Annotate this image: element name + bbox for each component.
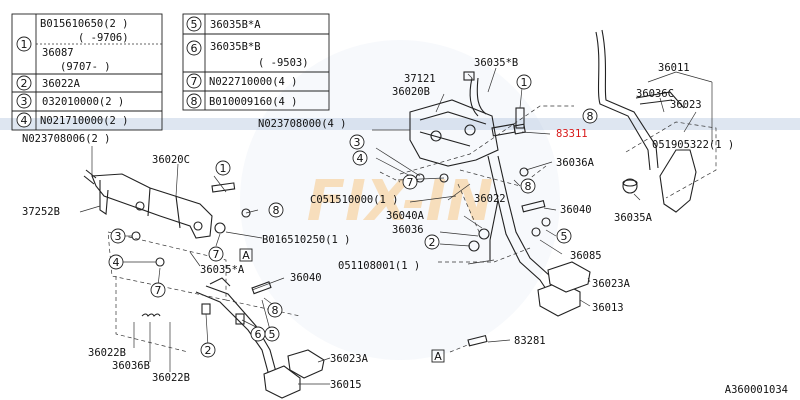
label-b016510250: B016510250(1 )	[262, 234, 351, 246]
svg-text:7: 7	[213, 248, 220, 261]
svg-text:5: 5	[561, 230, 568, 243]
label-36023a-left: 36023A	[330, 353, 369, 365]
label-36035-star-b: 36035*B	[474, 57, 518, 69]
label-36036: 36036	[392, 224, 424, 236]
legend-text: N021710000(2 )	[40, 115, 129, 127]
label-36085: 36085	[570, 250, 602, 262]
legend-row-3: 3 032010000(2 )	[16, 93, 124, 109]
label-36036a: 36036A	[556, 157, 595, 169]
label-36040-right: 36040	[560, 204, 592, 216]
legend-text: 032010000(2 )	[42, 96, 124, 108]
ref-box-a-bottom: A	[431, 349, 445, 363]
legend-row-2: 2 36022A	[16, 75, 81, 91]
legend-num: 6	[191, 42, 198, 55]
label-83281: 83281	[514, 335, 546, 347]
svg-text:7: 7	[407, 176, 414, 189]
label-36022b-1: 36022B	[88, 347, 126, 359]
legend-text: ( -9706)	[78, 32, 129, 44]
label-83311: 83311	[556, 128, 588, 140]
legend-text: 36035B*A	[210, 19, 261, 31]
watermark-band	[0, 118, 800, 130]
label-36035a: 36035A	[614, 212, 653, 224]
watermark-circle	[240, 40, 560, 360]
label-051108001: 051108001(1 )	[338, 260, 420, 272]
label-36015: 36015	[330, 379, 362, 391]
svg-text:1: 1	[521, 76, 528, 89]
legend-text: 36022A	[42, 78, 81, 90]
label-36040a: 36040A	[386, 210, 425, 222]
svg-text:5: 5	[269, 328, 276, 341]
label-36036c: 36036C	[636, 88, 674, 100]
legend-text: 36087	[42, 47, 74, 59]
svg-text:7: 7	[155, 284, 162, 297]
accelerator-assembly	[595, 29, 717, 213]
legend-row-7: 7 N022710000(4 )	[186, 73, 298, 89]
legend-text: (9707- )	[60, 61, 111, 73]
legend-row-1: 1 B015610650(2 ) ( -9706) 36087 (9707- )	[16, 18, 129, 73]
svg-text:3: 3	[354, 136, 361, 149]
ref-box-a-left: A	[239, 248, 253, 262]
legend-num: 8	[191, 95, 198, 108]
label-n023708000: N023708000(4 )	[258, 118, 347, 130]
legend-text: ( -9503)	[258, 57, 309, 69]
callout-circles: 1 8 3 4 7 7 2 6 5 8 3 4 7 1 8 8 2 5	[108, 74, 598, 358]
svg-text:2: 2	[429, 236, 436, 249]
legend-row-8: 8 B010009160(4 )	[186, 93, 298, 109]
svg-text:4: 4	[357, 152, 364, 165]
legend-num: 2	[21, 77, 28, 90]
label-36035-star-a: 36035*A	[200, 264, 245, 276]
svg-text:4: 4	[113, 256, 120, 269]
label-36040-left: 36040	[290, 272, 322, 284]
label-36022b-2: 36022B	[152, 372, 190, 384]
label-c051510000: C051510000(1 )	[310, 194, 399, 206]
svg-text:2: 2	[205, 344, 212, 357]
label-36023a-right: 36023A	[592, 278, 631, 290]
svg-text:3: 3	[115, 230, 122, 243]
legend-num: 3	[21, 95, 28, 108]
legend-num: 5	[191, 18, 198, 31]
label-37121: 37121	[404, 73, 436, 85]
svg-text:8: 8	[587, 110, 594, 123]
legend-text: N022710000(4 )	[209, 76, 298, 88]
label-36020c: 36020C	[152, 154, 190, 166]
legend-text: 36035B*B	[210, 41, 261, 53]
svg-text:8: 8	[272, 304, 279, 317]
svg-text:8: 8	[525, 180, 532, 193]
svg-text:6: 6	[255, 328, 262, 341]
label-n023708006: N023708006(2 )	[22, 133, 111, 145]
legend-num: 7	[191, 75, 198, 88]
legend-text: B010009160(4 )	[209, 96, 298, 108]
label-051905322: 051905322(1 )	[652, 139, 734, 151]
ref-box-a-label: A	[242, 249, 250, 262]
legend-num: 1	[21, 38, 28, 51]
label-36011: 36011	[658, 62, 690, 74]
diagram-id: A360001034	[725, 384, 788, 396]
label-37252b: 37252B	[22, 206, 60, 218]
label-36023: 36023	[670, 99, 702, 111]
legend-num: 4	[21, 114, 28, 127]
svg-text:8: 8	[273, 204, 280, 217]
svg-text:1: 1	[220, 162, 227, 175]
ref-box-a-label: A	[434, 350, 442, 363]
legend-row-4: 4 N021710000(2 )	[16, 112, 129, 128]
label-36036b: 36036B	[112, 360, 150, 372]
label-36013: 36013	[592, 302, 624, 314]
legend-row-5: 5 36035B*A	[186, 16, 261, 32]
label-36022: 36022	[474, 193, 506, 205]
legend-table-right: 5 36035B*A 6 36035B*B ( -9503) 7 N022710…	[182, 13, 330, 111]
legend-row-6: 6 36035B*B ( -9503)	[186, 40, 309, 69]
part-labels: N023708006(2 ) 36020C 37252B B016510250(…	[22, 57, 734, 391]
left-pedal-assembly	[79, 146, 331, 399]
legend-table-left: 1 B015610650(2 ) ( -9706) 36087 (9707- )…	[11, 13, 163, 131]
label-36020b: 36020B	[392, 86, 430, 98]
legend-text: B015610650(2 )	[40, 18, 129, 30]
